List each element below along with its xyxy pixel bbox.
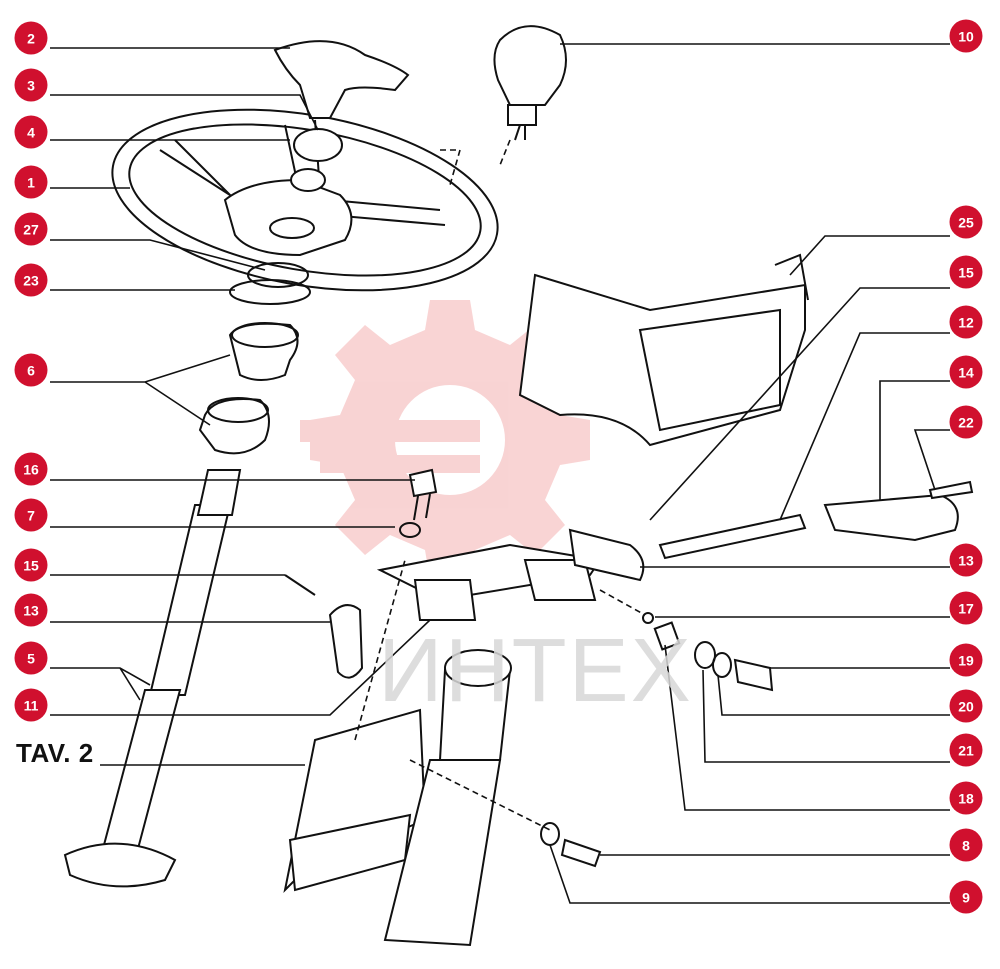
callout-left-1: 1 [14, 165, 48, 199]
callout-left-2: 2 [14, 21, 48, 55]
upper-bushings [198, 322, 299, 455]
callout-right-9: 9 [949, 880, 983, 914]
roll-pin [284, 574, 316, 596]
callout-left-27: 27 [14, 212, 48, 246]
callout-right-15: 15 [949, 255, 983, 289]
steering-column-shaft [63, 469, 242, 888]
plain-washer [694, 641, 716, 669]
callout-left-13: 13 [14, 593, 48, 627]
column-tube [383, 649, 512, 947]
coil-spring [653, 621, 681, 651]
callout-left-5: 5 [14, 641, 48, 675]
bolt [733, 658, 774, 692]
link-lever [568, 528, 645, 582]
callout-left-7: 7 [14, 498, 48, 532]
bracket-plate [376, 543, 602, 621]
ball [642, 612, 654, 624]
callout-right-14: 14 [949, 355, 983, 389]
callout-right-13: 13 [949, 543, 983, 577]
callout-left-4: 4 [14, 115, 48, 149]
callout-right-25: 25 [949, 205, 983, 239]
callout-left-11: 11 [14, 688, 48, 722]
callout-left-23: 23 [14, 263, 48, 297]
hex-bolt [408, 468, 438, 521]
lock-washer [712, 652, 732, 678]
horn-button [273, 40, 410, 119]
mount-washer [540, 822, 560, 846]
column-cover [518, 253, 809, 447]
callout-left-16: 16 [14, 452, 48, 486]
hub-spring [247, 262, 309, 288]
hub-nut [290, 168, 326, 192]
clevis [823, 493, 959, 542]
mount-bolt [560, 838, 602, 868]
leader-lines [50, 43, 950, 904]
callout-right-10: 10 [949, 19, 983, 53]
callout-right-20: 20 [949, 689, 983, 723]
callout-right-19: 19 [949, 643, 983, 677]
callout-left-15: 15 [14, 548, 48, 582]
plate-title: TAV. 2 [16, 738, 94, 768]
linkage-rod [658, 513, 807, 560]
callout-right-8: 8 [949, 828, 983, 862]
collar-washer [229, 279, 311, 305]
callout-left-6: 6 [14, 353, 48, 387]
callout-right-22: 22 [949, 405, 983, 439]
shift-knob [493, 25, 567, 141]
callout-right-17: 17 [949, 591, 983, 625]
spring-washer [293, 128, 343, 162]
callout-right-21: 21 [949, 733, 983, 767]
flat-washer [399, 522, 421, 538]
small-screw [928, 480, 974, 500]
watermark-text: ИНТЕХ [378, 621, 693, 721]
steering-wheel [111, 108, 499, 292]
callout-right-12: 12 [949, 305, 983, 339]
mounting-bracket [283, 708, 427, 894]
callout-left-3: 3 [14, 68, 48, 102]
callout-right-18: 18 [949, 781, 983, 815]
watermark-gear-logo [300, 300, 590, 580]
pivot-lever [328, 604, 364, 679]
